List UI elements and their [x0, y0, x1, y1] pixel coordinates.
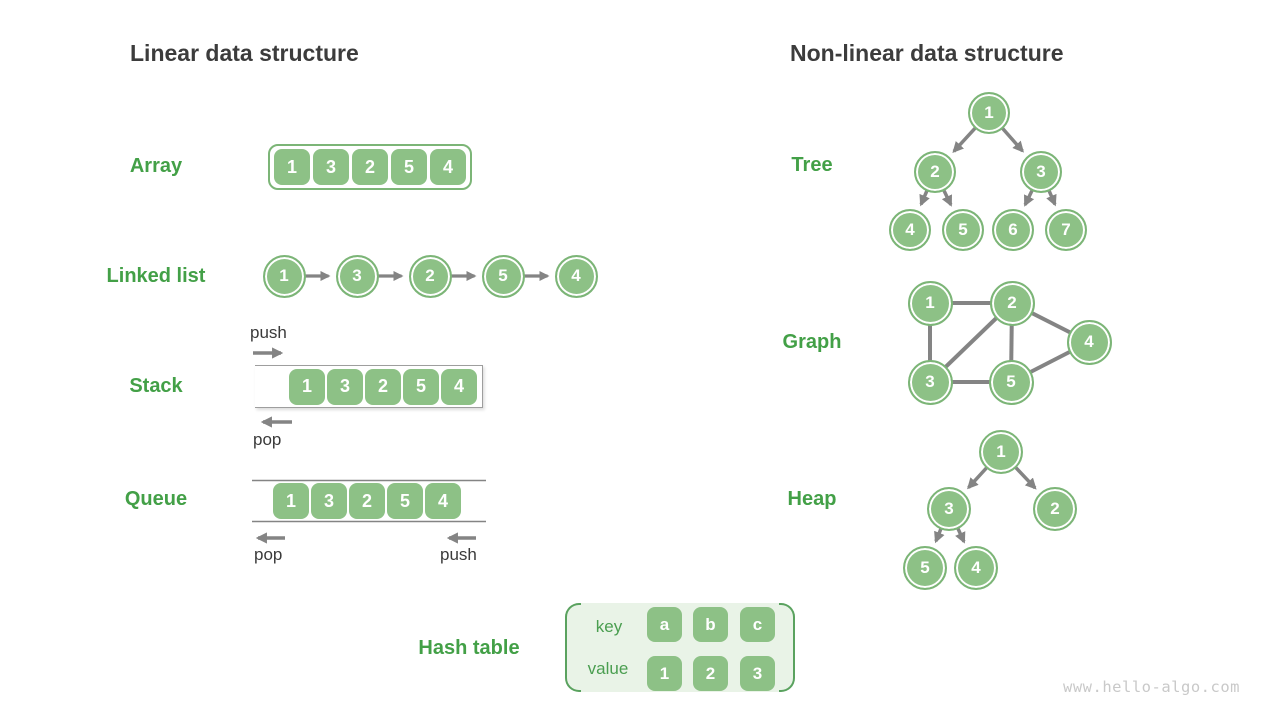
hash-key-cell: a [647, 607, 682, 642]
linked-list-node: 5 [481, 254, 525, 298]
tree-node: 5 [942, 209, 984, 251]
queue-pop-label: pop [254, 545, 283, 564]
tree-node: 3 [1020, 151, 1062, 193]
heap-node: 3 [927, 487, 971, 531]
linked-list-node: 2 [408, 254, 452, 298]
stack-cell: 1 [289, 368, 325, 405]
hash-table-label: Hash table [418, 637, 520, 659]
stack-pop-label: pop [253, 430, 282, 449]
stack-cell: 5 [403, 368, 439, 405]
heap-node: 2 [1033, 487, 1077, 531]
tree-node: 4 [889, 209, 931, 251]
linear-section-title: Linear data structure [130, 40, 359, 66]
graph-node: 5 [988, 359, 1034, 405]
hash-value-cell: 1 [647, 656, 682, 691]
hash-key-cell: c [740, 607, 775, 642]
heap-label: Heap [787, 488, 837, 510]
linked-list-node: 3 [335, 254, 379, 298]
hash-left-bracket [565, 603, 581, 692]
nonlinear-section-title: Non-linear data structure [790, 40, 1064, 66]
watermark: www.hello-algo.com [1063, 678, 1240, 696]
queue-push-label: push [440, 545, 477, 564]
stack-label: Stack [129, 375, 183, 397]
queue-label: Queue [124, 488, 188, 510]
hash-value-cell: 3 [740, 656, 775, 691]
tree-label: Tree [791, 154, 833, 176]
hash-value-header: value [587, 659, 629, 678]
heap-node: 1 [979, 430, 1023, 474]
linked-list-node: 1 [262, 254, 306, 298]
queue-cell: 2 [349, 483, 385, 519]
heap-node: 5 [903, 546, 947, 590]
graph-node: 4 [1066, 319, 1112, 365]
graph-node: 3 [907, 359, 953, 405]
queue-cell: 5 [387, 483, 423, 519]
graph-label: Graph [782, 331, 842, 353]
tree-node: 2 [914, 151, 956, 193]
graph-node: 2 [989, 280, 1035, 326]
hash-value-cell: 2 [693, 656, 728, 691]
queue-cell: 4 [425, 483, 461, 519]
hash-key-cell: b [693, 607, 728, 642]
array-cell: 2 [352, 149, 388, 185]
linked-list-label: Linked list [106, 265, 206, 287]
array-cell: 5 [391, 149, 427, 185]
tree-node: 7 [1045, 209, 1087, 251]
stack-cell: 2 [365, 368, 401, 405]
array-cell: 3 [313, 149, 349, 185]
array-cell: 4 [430, 149, 466, 185]
hash-right-bracket [779, 603, 795, 692]
stack-cell: 4 [441, 368, 477, 405]
tree-node: 6 [992, 209, 1034, 251]
tree-node: 1 [968, 92, 1010, 134]
array-cell: 1 [274, 149, 310, 185]
linked-list-node: 4 [554, 254, 598, 298]
queue-cell: 1 [273, 483, 309, 519]
stack-cell: 3 [327, 368, 363, 405]
array-label: Array [129, 155, 183, 177]
stack-push-label: push [250, 323, 287, 342]
queue-cell: 3 [311, 483, 347, 519]
graph-node: 1 [907, 280, 953, 326]
heap-node: 4 [954, 546, 998, 590]
hash-key-header: key [595, 617, 623, 636]
